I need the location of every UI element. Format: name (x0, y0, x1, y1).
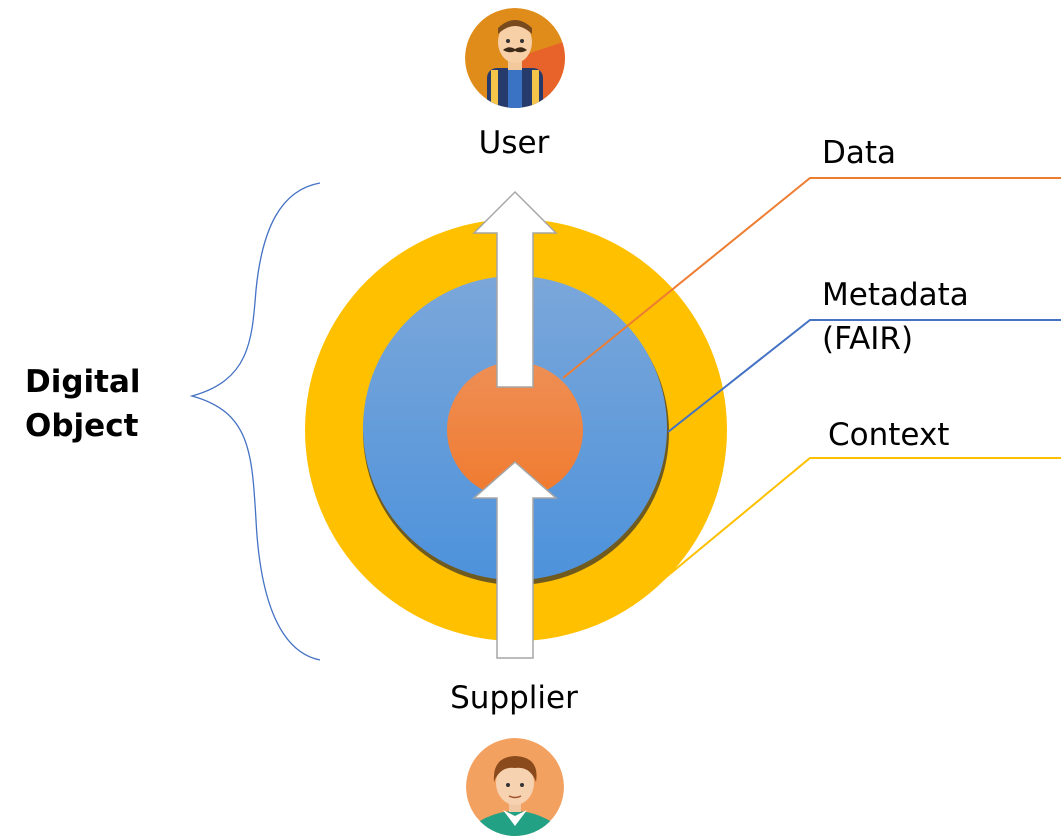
user-label: User (479, 125, 550, 161)
metadata-leader-line (667, 319, 1061, 433)
user-avatar-icon (465, 8, 565, 108)
supplier-avatar-icon (466, 738, 564, 836)
data-label: Data (822, 135, 896, 171)
digital-object-title-line2: Object (25, 408, 139, 444)
context-label: Context (828, 417, 949, 453)
metadata-label-line1: Metadata (822, 277, 969, 313)
upward-arrow-from-supplier (472, 461, 558, 659)
digital-object-title-line1: Digital (25, 364, 141, 400)
context-leader-line (664, 457, 1061, 579)
data-leader-line (562, 177, 1061, 379)
upward-arrow-to-user (472, 190, 558, 388)
metadata-label-line2: (FAIR) (822, 321, 913, 357)
digital-object-brace (189, 182, 321, 661)
data-layer-circle (447, 362, 583, 498)
supplier-label: Supplier (450, 680, 578, 716)
